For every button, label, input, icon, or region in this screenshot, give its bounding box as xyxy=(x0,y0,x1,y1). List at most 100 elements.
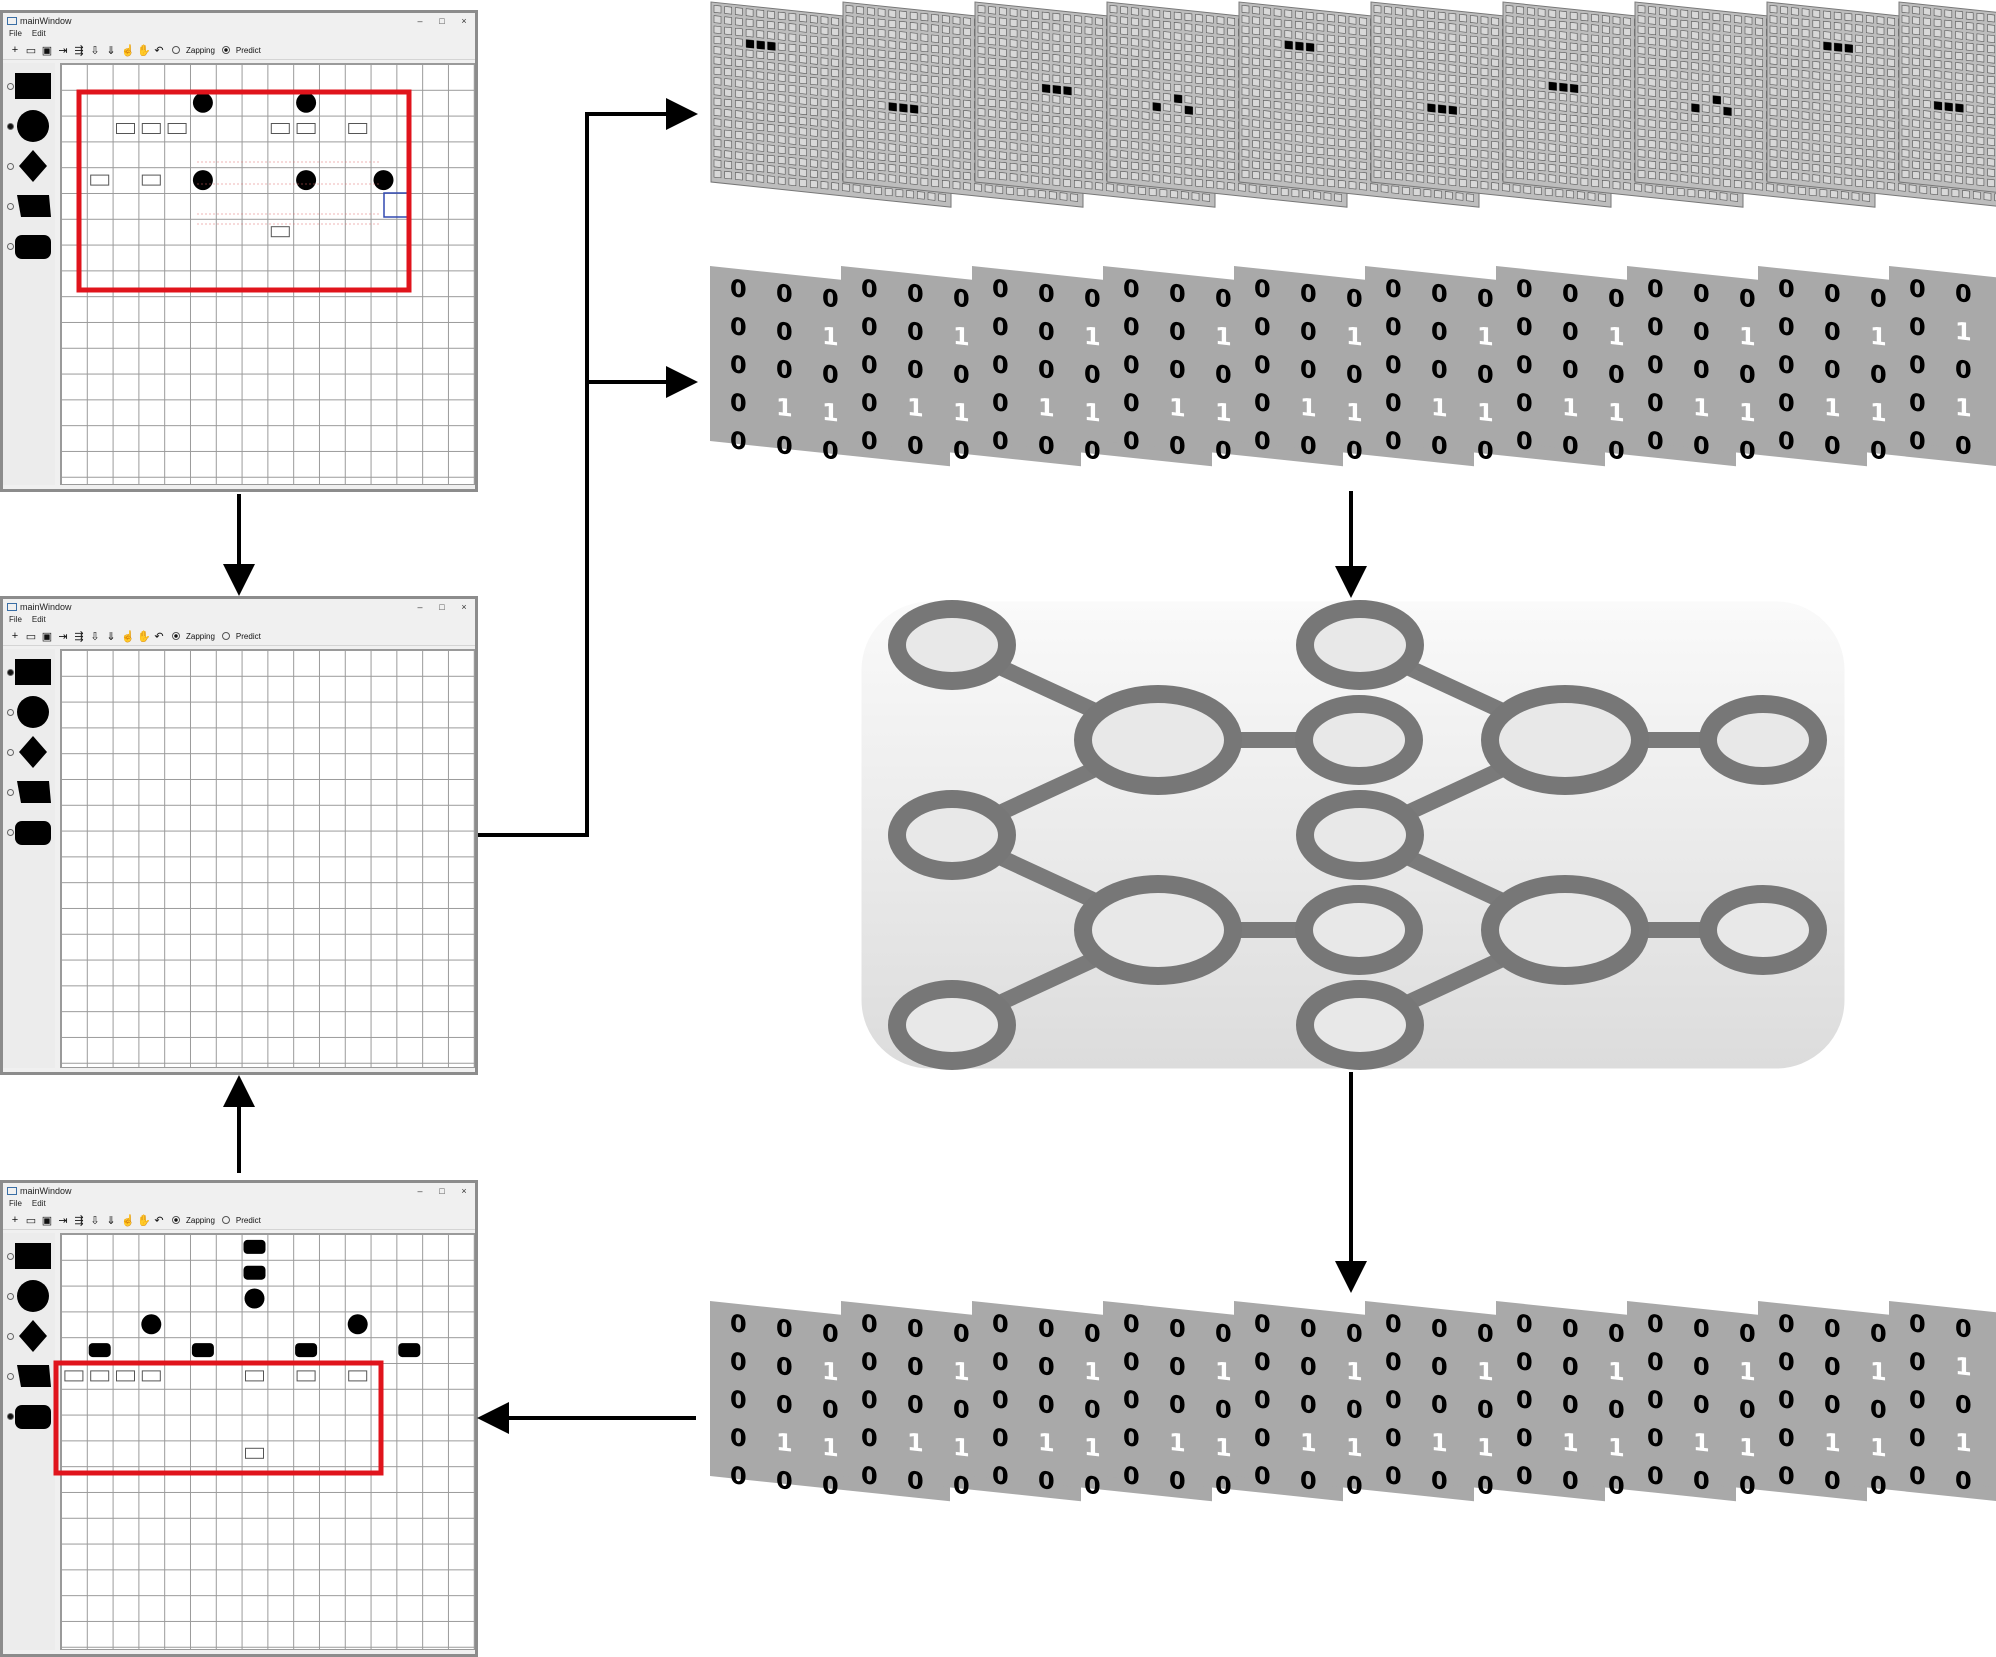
matrix-cell xyxy=(1173,11,1182,21)
arrow-down-icon[interactable]: ⇩ xyxy=(90,44,100,57)
palette-circle[interactable] xyxy=(7,1279,53,1313)
matrix-cell xyxy=(1480,160,1489,169)
palette-radio[interactable] xyxy=(7,123,14,130)
undo-icon[interactable]: ↶ xyxy=(154,44,164,57)
undo-icon[interactable]: ↶ xyxy=(154,1214,164,1227)
palette-rectangle[interactable] xyxy=(7,1239,53,1273)
arrow-right-icon[interactable]: ⇥ xyxy=(58,1214,68,1227)
palette-radio[interactable] xyxy=(7,243,14,250)
matrix-cell xyxy=(1730,80,1738,89)
palette-radio[interactable] xyxy=(7,749,14,756)
palette-rectangle[interactable] xyxy=(7,69,53,103)
palette-circle[interactable] xyxy=(7,695,53,729)
matrix-cell xyxy=(1173,63,1182,72)
maximize-button[interactable]: □ xyxy=(439,16,445,26)
palette-diamond[interactable] xyxy=(7,735,53,769)
arrow-double-right-icon[interactable]: ⇶ xyxy=(74,1214,84,1227)
minimize-button[interactable]: – xyxy=(417,1186,423,1196)
palette-parallelogram[interactable] xyxy=(7,1359,53,1393)
close-button[interactable]: × xyxy=(461,16,467,26)
palette-rounded-rectangle[interactable] xyxy=(7,229,53,263)
matrix-cell xyxy=(1173,52,1182,62)
canvas-grid[interactable] xyxy=(60,649,475,1068)
open-folder-icon[interactable]: ▭ xyxy=(25,44,37,57)
matrix-cell xyxy=(1295,134,1303,143)
palette-radio[interactable] xyxy=(7,709,14,716)
hand-grab-icon[interactable]: ✋ xyxy=(137,44,151,57)
palette-radio[interactable] xyxy=(7,203,14,210)
arrow-double-right-icon[interactable]: ⇶ xyxy=(74,44,84,57)
palette-radio[interactable] xyxy=(7,1293,14,1300)
palette-radio[interactable] xyxy=(7,1413,14,1420)
palette-radio[interactable] xyxy=(7,1373,14,1380)
arrow-down-icon[interactable]: ⇩ xyxy=(90,1214,100,1227)
palette-rounded-rectangle[interactable] xyxy=(7,815,53,849)
matrix-cell xyxy=(938,100,946,110)
matrix-cell xyxy=(1516,140,1524,149)
palette-radio[interactable] xyxy=(7,669,14,676)
close-button[interactable]: × xyxy=(461,602,467,612)
hand-pointer-icon[interactable]: ☝ xyxy=(121,44,135,57)
matrix-cell xyxy=(1973,160,1981,169)
open-folder-icon[interactable]: ▭ xyxy=(25,1214,37,1227)
add-icon[interactable]: + xyxy=(11,630,19,642)
zapping-radio[interactable] xyxy=(172,1216,180,1224)
arrow-double-down-icon[interactable]: ⇓ xyxy=(106,630,116,643)
matrix-cell xyxy=(1851,120,1860,129)
palette-radio[interactable] xyxy=(7,1253,14,1260)
hand-pointer-icon[interactable]: ☝ xyxy=(121,630,135,643)
menu-edit[interactable]: Edit xyxy=(31,1199,46,1208)
minimize-button[interactable]: – xyxy=(417,16,423,26)
matrix-cell xyxy=(1263,151,1271,160)
predict-radio[interactable] xyxy=(221,46,230,54)
arrow-down-icon[interactable]: ⇩ xyxy=(90,630,100,643)
palette-radio[interactable] xyxy=(7,829,14,836)
close-button[interactable]: × xyxy=(461,1186,467,1196)
menu-edit[interactable]: Edit xyxy=(31,29,46,38)
arrow-double-down-icon[interactable]: ⇓ xyxy=(106,44,116,57)
menu-file[interactable]: File xyxy=(9,615,22,624)
matrix-cell xyxy=(1437,155,1446,165)
predict-radio[interactable] xyxy=(221,632,230,640)
matrix-cell xyxy=(1238,131,1246,141)
undo-icon[interactable]: ↶ xyxy=(154,630,164,643)
open-folder-icon[interactable]: ▭ xyxy=(25,630,37,643)
hand-grab-icon[interactable]: ✋ xyxy=(137,1214,151,1227)
matrix-cell xyxy=(1041,145,1050,155)
palette-circle[interactable] xyxy=(7,109,53,143)
menu-file[interactable]: File xyxy=(9,1199,22,1208)
palette-rectangle[interactable] xyxy=(7,655,53,689)
predict-radio[interactable] xyxy=(221,1216,230,1224)
save-icon[interactable]: ▣ xyxy=(41,44,53,57)
add-icon[interactable]: + xyxy=(11,1214,19,1226)
palette-radio[interactable] xyxy=(7,789,14,796)
palette-parallelogram[interactable] xyxy=(7,189,53,223)
palette-diamond[interactable] xyxy=(7,1319,53,1353)
zapping-radio[interactable] xyxy=(172,632,180,640)
arrow-double-right-icon[interactable]: ⇶ xyxy=(74,630,84,643)
arrow-right-icon[interactable]: ⇥ xyxy=(58,630,68,643)
palette-parallelogram[interactable] xyxy=(7,775,53,809)
canvas-grid[interactable] xyxy=(53,1233,475,1650)
palette-radio[interactable] xyxy=(7,163,14,170)
maximize-button[interactable]: □ xyxy=(439,602,445,612)
minimize-button[interactable]: – xyxy=(417,602,423,612)
palette-radio[interactable] xyxy=(7,1333,14,1340)
hand-pointer-icon[interactable]: ☝ xyxy=(121,1214,135,1227)
hand-grab-icon[interactable]: ✋ xyxy=(137,630,151,643)
maximize-button[interactable]: □ xyxy=(439,1186,445,1196)
palette-radio[interactable] xyxy=(7,83,14,90)
arrow-double-down-icon[interactable]: ⇓ xyxy=(106,1214,116,1227)
canvas-grid[interactable] xyxy=(60,63,475,485)
zapping-radio[interactable] xyxy=(172,46,180,54)
palette-diamond[interactable] xyxy=(7,149,53,183)
palette-rounded-rectangle[interactable] xyxy=(7,1399,53,1433)
menu-edit[interactable]: Edit xyxy=(31,615,46,624)
menu-file[interactable]: File xyxy=(9,29,22,38)
matrix-cell xyxy=(1074,56,1082,65)
add-icon[interactable]: + xyxy=(11,44,19,56)
arrow-right-icon[interactable]: ⇥ xyxy=(58,44,68,57)
save-icon[interactable]: ▣ xyxy=(41,630,53,643)
save-icon[interactable]: ▣ xyxy=(41,1214,53,1227)
